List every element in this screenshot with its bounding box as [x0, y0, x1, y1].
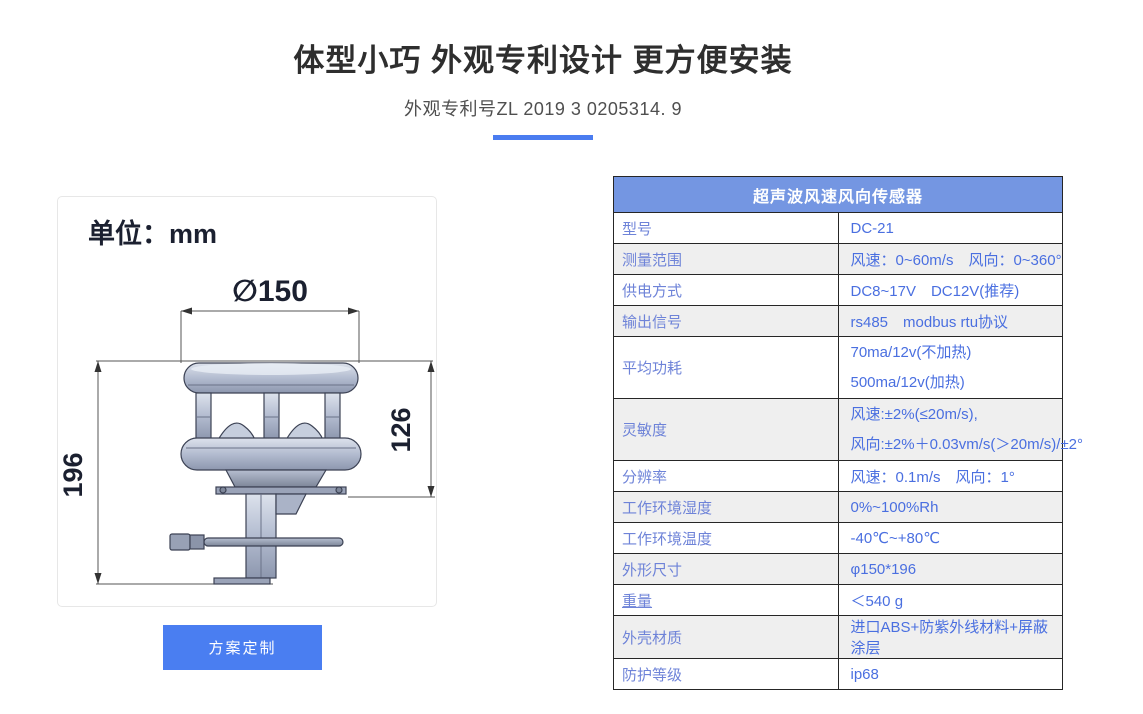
total-height-label: 196: [58, 452, 88, 497]
spec-label: 供电方式: [613, 274, 839, 306]
spec-table: 超声波风速风向传感器 型号 DC-21 测量范围 风速：0~60m/s 风向：0…: [613, 176, 1084, 690]
spec-table-title: 超声波风速风向传感器: [613, 176, 1063, 213]
spec-label: 防护等级: [613, 658, 839, 690]
spec-label: 工作环境温度: [613, 522, 839, 554]
diameter-label: ∅150: [232, 275, 308, 308]
patent-number-subtitle: 外观专利号ZL 2019 3 0205314. 9: [404, 99, 682, 119]
spec-value: 进口ABS+防紫外线材料+屏蔽涂层: [837, 615, 1063, 659]
table-row: 灵敏度 风速:±2%(≤20m/s), 风向:±2%＋0.03vm/s(＞20m…: [613, 398, 1084, 461]
spec-label: 型号: [613, 212, 839, 244]
spec-value: 风速：0~60m/s 风向：0~360°: [837, 243, 1063, 275]
sensor-drawing-svg: 单位：mm ∅150 196: [58, 218, 435, 585]
table-row: 型号 DC-21: [613, 212, 1063, 244]
table-row: 输出信号 rs485 modbus rtu协议: [613, 305, 1063, 337]
spec-label: 重量: [622, 592, 653, 610]
spec-label: 灵敏度: [613, 398, 839, 461]
spec-value-line: 70ma/12v(不加热): [850, 343, 972, 361]
table-row: 外形尺寸 φ150*196: [613, 553, 1063, 585]
spec-value: 风速：0.1m/s 风向：1°: [837, 460, 1063, 492]
spec-value: ip68: [837, 658, 1063, 690]
table-row: 平均功耗 70ma/12v(不加热) 500ma/12v(加热): [613, 336, 1063, 399]
spec-label: 外壳材质: [613, 615, 839, 659]
table-row: 测量范围 风速：0~60m/s 风向：0~360°: [613, 243, 1063, 275]
table-row: 防护等级 ip68: [613, 658, 1063, 690]
spec-label: 平均功耗: [613, 336, 839, 399]
accent-underline-bar: [493, 135, 593, 140]
dimension-diameter: ∅150: [181, 275, 359, 315]
table-row: 工作环境温度 -40℃~+80℃: [613, 522, 1063, 554]
spec-label: 外形尺寸: [613, 553, 839, 585]
page-header: 体型小巧 外观专利设计 更方便安装 外观专利号ZL 2019 3 0205314…: [0, 42, 1086, 140]
spec-value: ＜540 g: [837, 584, 1063, 616]
dimension-total-height: 196: [58, 361, 102, 584]
table-row: 供电方式 DC8~17V DC12V(推荐): [613, 274, 1063, 306]
table-row: 工作环境湿度 0%~100%Rh: [613, 491, 1063, 523]
table-row: 外壳材质 进口ABS+防紫外线材料+屏蔽涂层: [613, 615, 1063, 659]
spec-table-container: 超声波风速风向传感器 型号 DC-21 测量范围 风速：0~60m/s 风向：0…: [613, 176, 1084, 690]
customization-button[interactable]: 方案定制: [163, 625, 322, 670]
spec-value: rs485 modbus rtu协议: [837, 305, 1063, 337]
spec-label: 分辨率: [613, 460, 839, 492]
spec-value: DC-21: [837, 212, 1063, 244]
sensor-body: [169, 362, 362, 585]
spec-value: 风速:±2%(≤20m/s), 风向:±2%＋0.03vm/s(＞20m/s)/…: [837, 398, 1084, 461]
spec-value-line: 风速:±2%(≤20m/s),: [850, 405, 978, 423]
product-dimension-drawing: 单位：mm ∅150 196: [57, 196, 437, 607]
spec-label: 测量范围: [613, 243, 839, 275]
spec-value: 70ma/12v(不加热) 500ma/12v(加热): [837, 336, 1063, 399]
upper-height-label: 126: [386, 407, 416, 452]
spec-value-line: 500ma/12v(加热): [850, 373, 965, 391]
spec-label: 输出信号: [613, 305, 839, 337]
spec-value: -40℃~+80℃: [837, 522, 1063, 554]
spec-label: 工作环境湿度: [613, 491, 839, 523]
page-title: 体型小巧 外观专利设计 更方便安装: [293, 43, 793, 78]
unit-label: 单位：mm: [88, 218, 217, 249]
table-row: 重量 ＜540 g: [613, 584, 1063, 616]
spec-value: φ150*196: [837, 553, 1063, 585]
spec-value: DC8~17V DC12V(推荐): [837, 274, 1063, 306]
spec-value-line: 风向:±2%＋0.03vm/s(＞20m/s)/±2°: [850, 435, 1084, 453]
spec-value: 0%~100%Rh: [837, 491, 1063, 523]
table-row: 分辨率 风速：0.1m/s 风向：1°: [613, 460, 1063, 492]
dimension-upper-height: 126: [386, 361, 435, 497]
